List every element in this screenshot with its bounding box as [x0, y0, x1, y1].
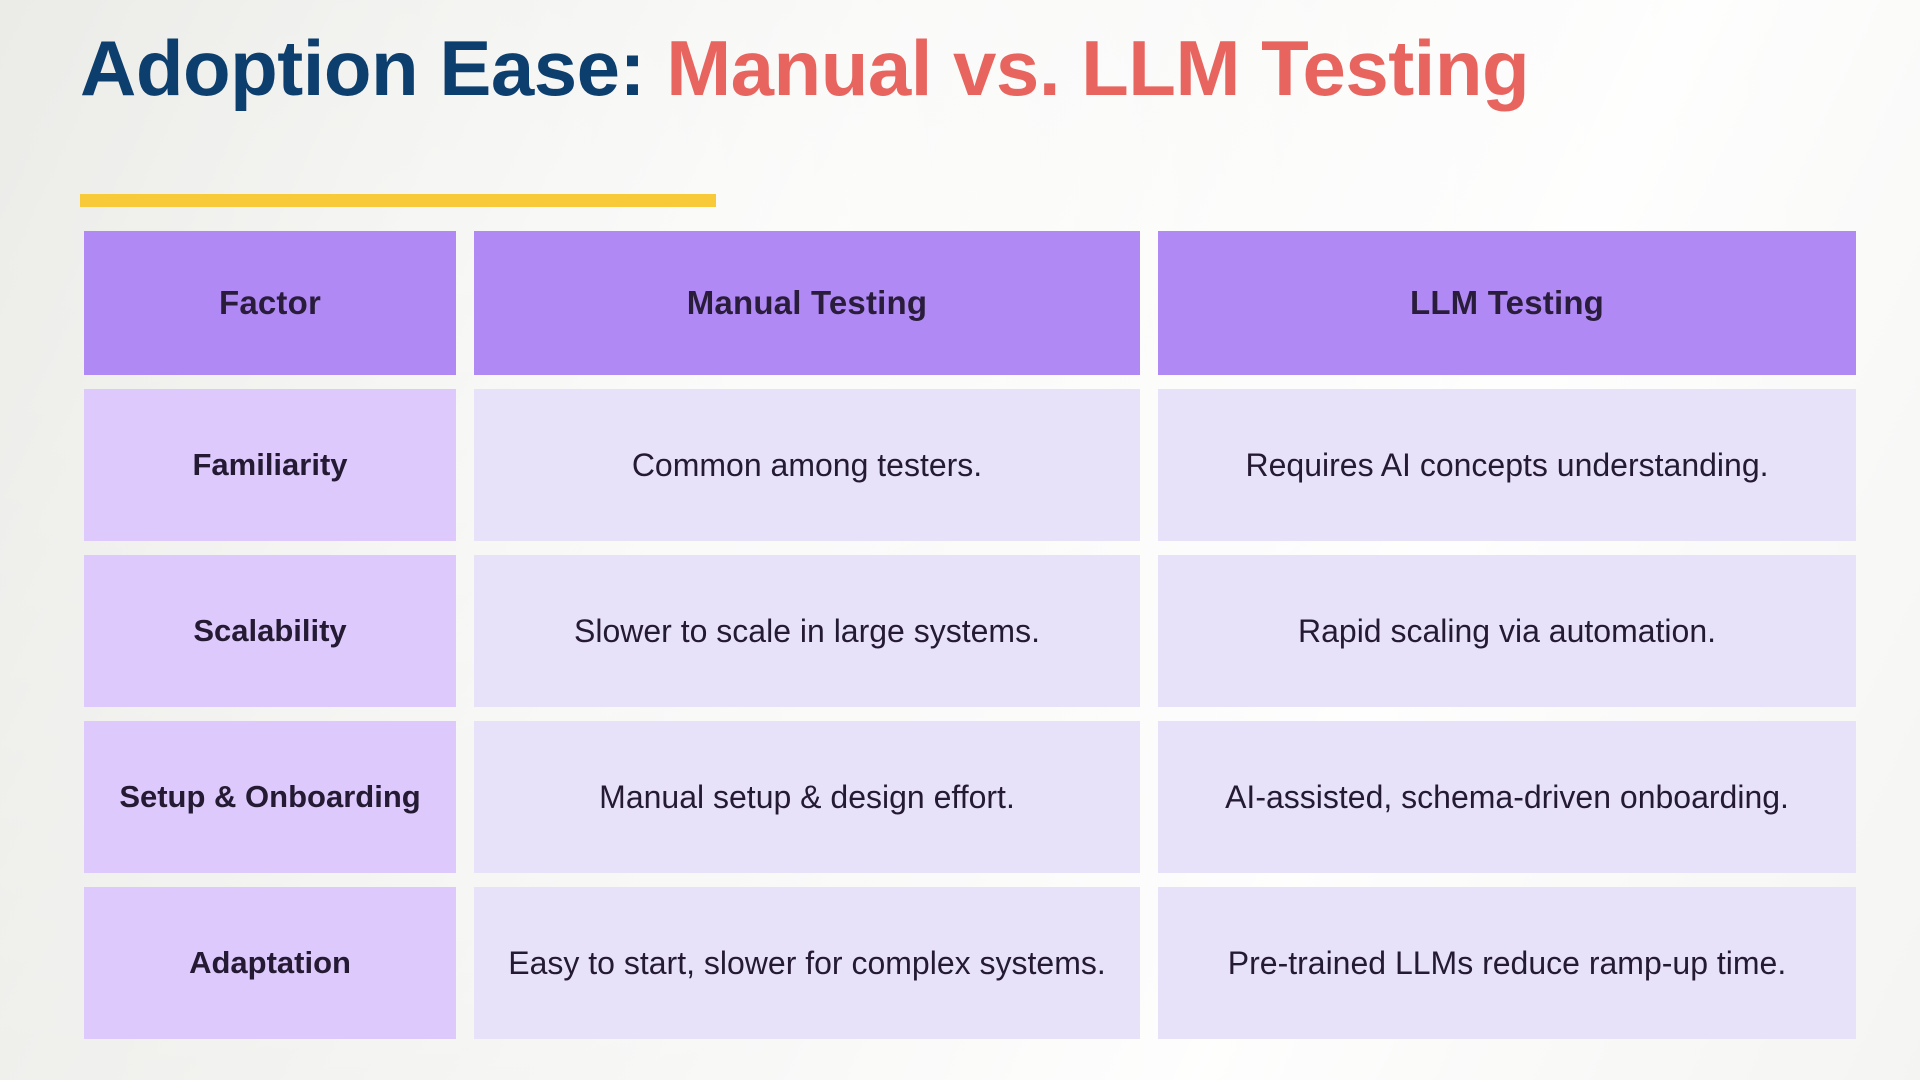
table-row-llm: Requires AI concepts understanding.: [1158, 389, 1856, 541]
table-row-manual: Common among testers.: [474, 389, 1140, 541]
table-row-factor: Adaptation: [84, 887, 456, 1039]
table-row-manual: Manual setup & design effort.: [474, 721, 1140, 873]
table-row-manual: Slower to scale in large systems.: [474, 555, 1140, 707]
table-row-manual: Easy to start, slower for complex system…: [474, 887, 1140, 1039]
title-segment-accent: Manual vs. LLM Testing: [666, 24, 1530, 112]
table-header-llm-testing: LLM Testing: [1158, 231, 1856, 375]
table-header-manual-testing: Manual Testing: [474, 231, 1140, 375]
table-row-factor: Setup & Onboarding: [84, 721, 456, 873]
page-title: Adoption Ease: Manual vs. LLM Testing: [80, 26, 1840, 207]
comparison-table: Factor Manual Testing LLM Testing Famili…: [84, 231, 1856, 1039]
title-text: Adoption Ease: Manual vs. LLM Testing: [80, 26, 1840, 110]
title-accent-rule: [80, 194, 716, 207]
table-row-llm: Pre-trained LLMs reduce ramp-up time.: [1158, 887, 1856, 1039]
table-row-llm: Rapid scaling via automation.: [1158, 555, 1856, 707]
title-segment-primary: Adoption Ease:: [80, 24, 667, 112]
table-row-factor: Scalability: [84, 555, 456, 707]
table-header-factor: Factor: [84, 231, 456, 375]
table-row-llm: AI-assisted, schema-driven onboarding.: [1158, 721, 1856, 873]
table-row-factor: Familiarity: [84, 389, 456, 541]
